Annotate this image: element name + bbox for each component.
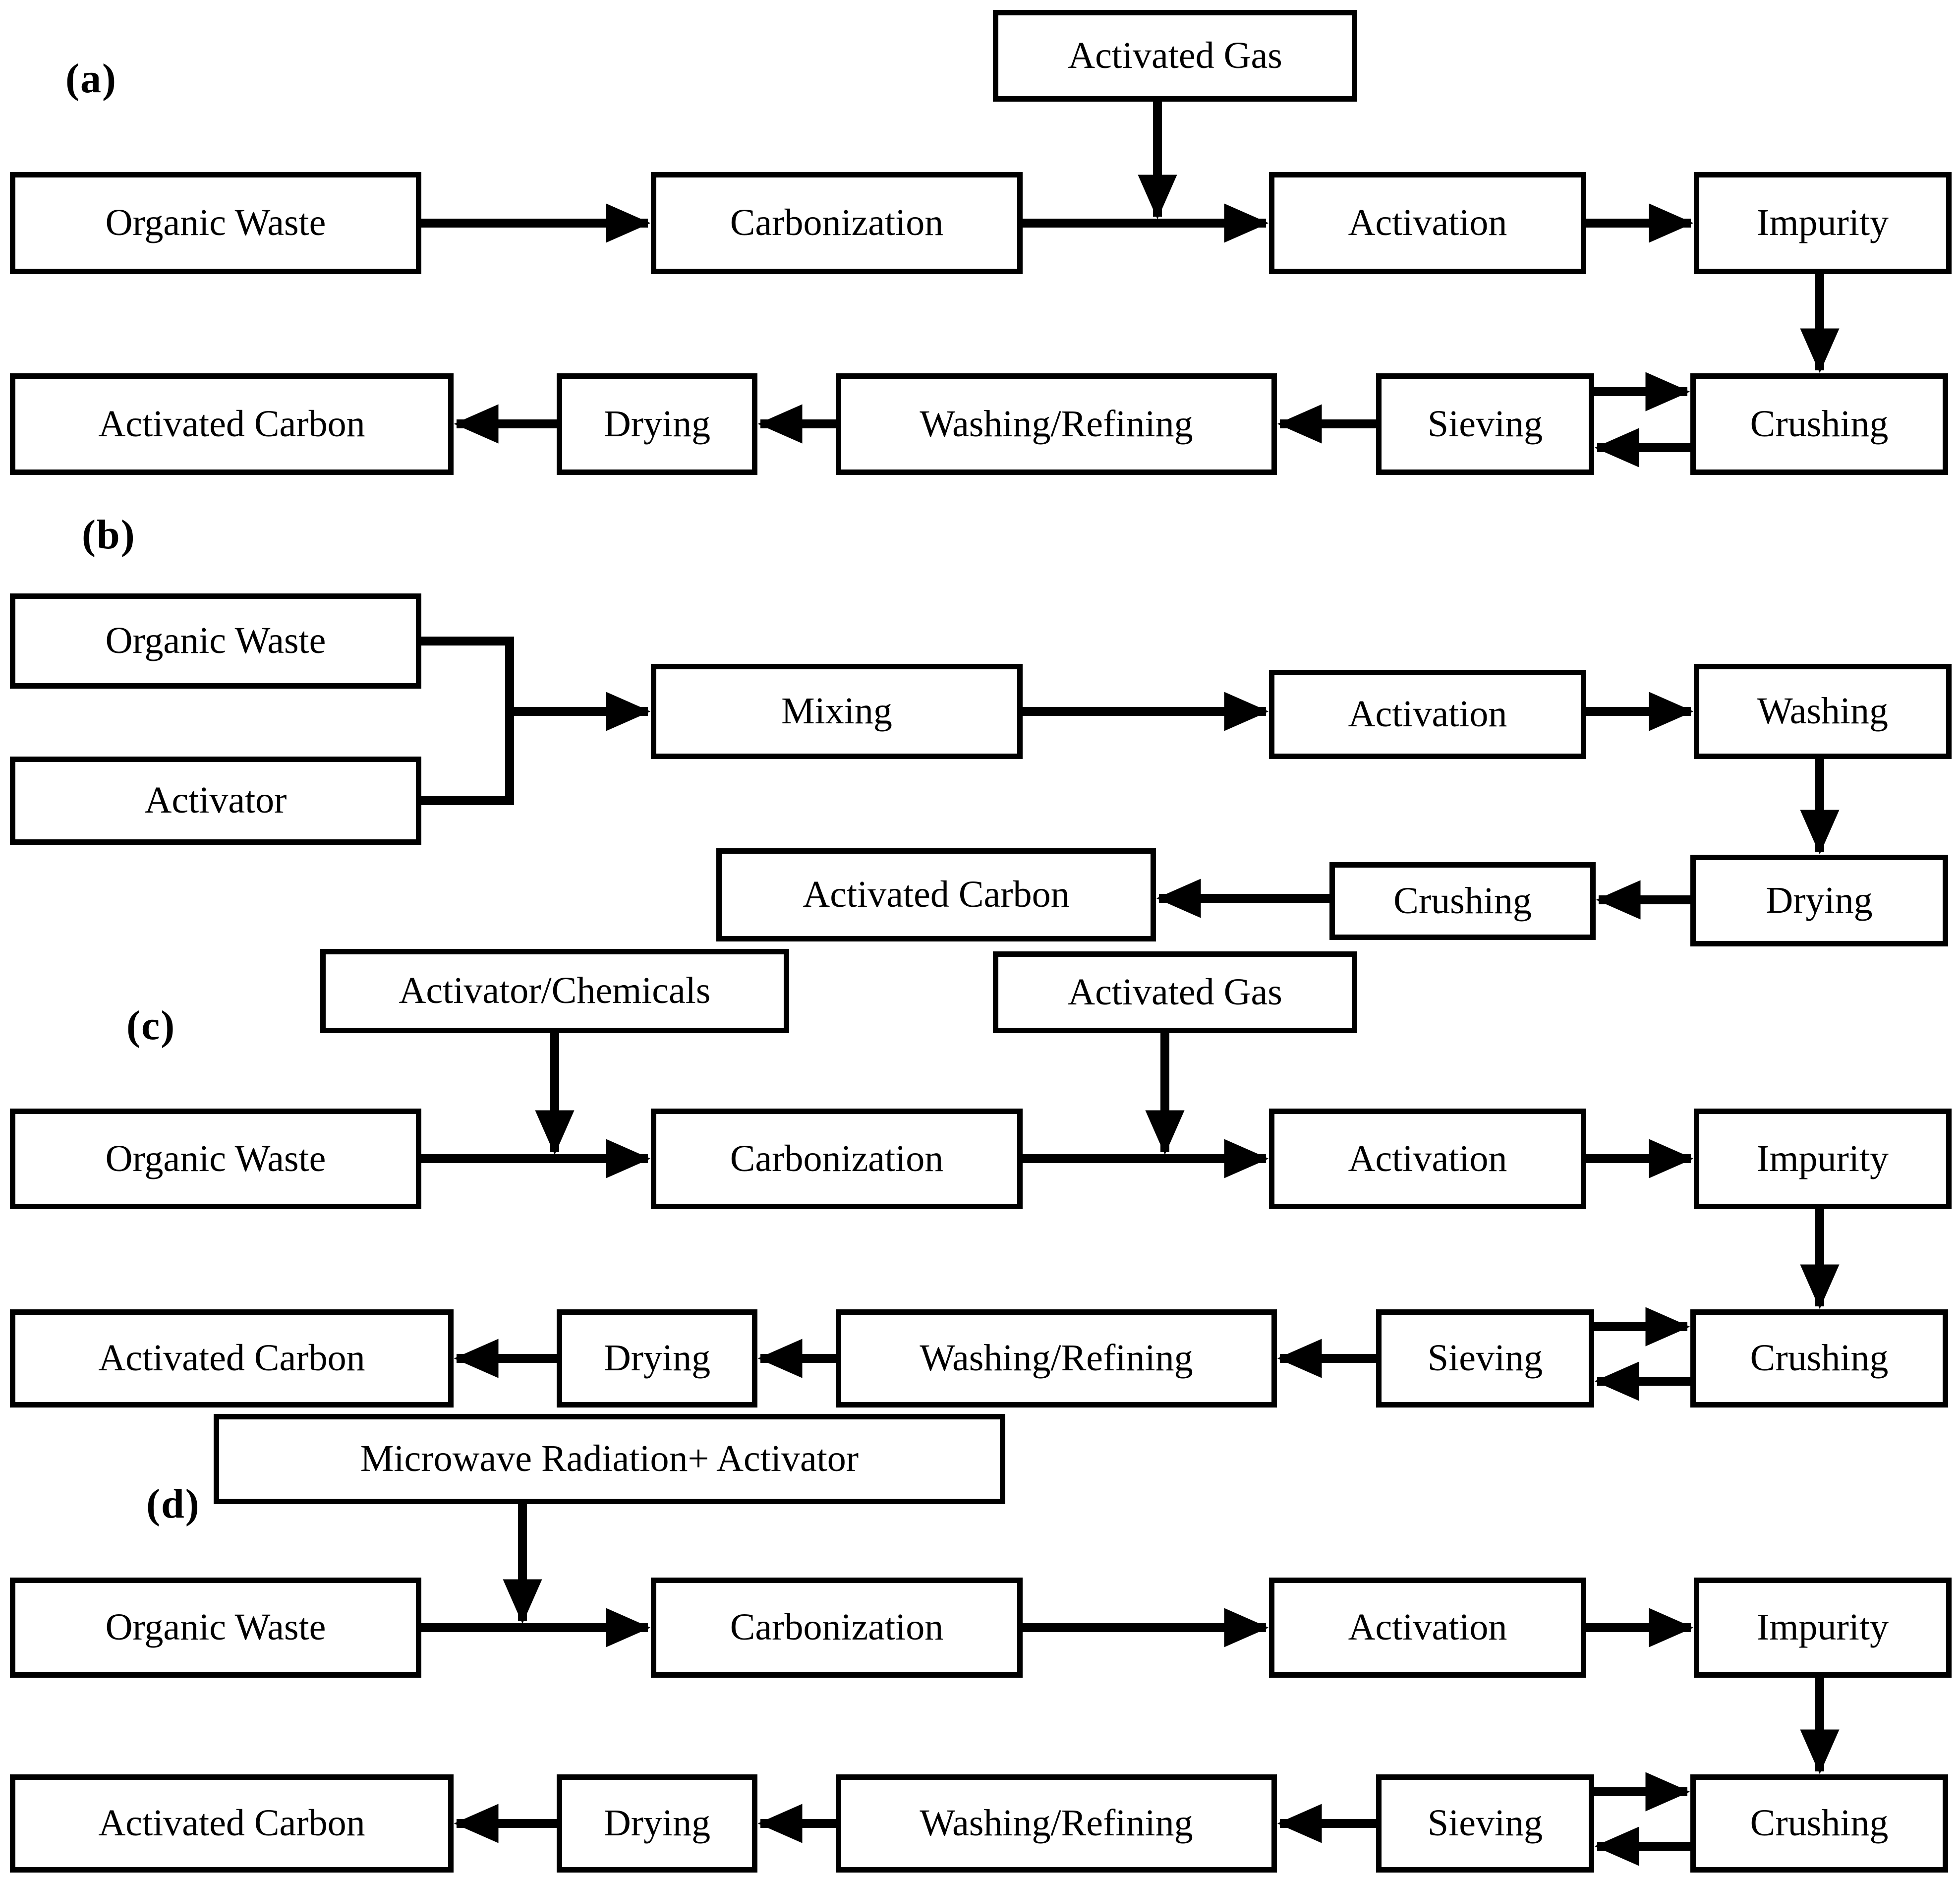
panel-label-a: (a) xyxy=(65,56,117,102)
box-b-crushing: Crushing xyxy=(1329,862,1596,940)
box-d-microwave-activator: Microwave Radiation+ Activator xyxy=(214,1414,1005,1504)
box-d-organic-waste: Organic Waste xyxy=(10,1578,421,1678)
box-a-drying: Drying xyxy=(557,373,757,475)
box-d-impurity: Impurity xyxy=(1694,1578,1952,1678)
box-d-carbonization: Carbonization xyxy=(651,1578,1023,1678)
box-c-activator-chemicals: Activator/Chemicals xyxy=(320,949,789,1033)
box-d-crushing: Crushing xyxy=(1690,1774,1948,1873)
box-b-organic-waste: Organic Waste xyxy=(10,593,421,689)
box-c-activation: Activation xyxy=(1269,1109,1586,1209)
box-b-washing: Washing xyxy=(1694,664,1952,759)
box-a-activation: Activation xyxy=(1269,172,1586,274)
box-a-impurity: Impurity xyxy=(1694,172,1952,274)
box-c-drying: Drying xyxy=(557,1309,757,1408)
box-a-sieving: Sieving xyxy=(1376,373,1594,475)
box-a-organic-waste: Organic Waste xyxy=(10,172,421,274)
box-a-activated-gas: Activated Gas xyxy=(993,10,1357,102)
box-a-washing-refining: Washing/Refining xyxy=(836,373,1277,475)
box-c-impurity: Impurity xyxy=(1694,1109,1952,1209)
panel-label-b: (b) xyxy=(82,512,136,558)
box-b-activated-carbon: Activated Carbon xyxy=(716,848,1156,941)
box-c-activated-gas: Activated Gas xyxy=(993,951,1357,1033)
box-d-activation: Activation xyxy=(1269,1578,1586,1678)
box-d-activated-carbon: Activated Carbon xyxy=(10,1774,454,1873)
panel-label-d: (d) xyxy=(146,1481,200,1527)
box-d-drying: Drying xyxy=(557,1774,757,1873)
box-b-drying: Drying xyxy=(1690,855,1948,946)
box-a-crushing: Crushing xyxy=(1690,373,1948,475)
box-c-washing-refining: Washing/Refining xyxy=(836,1309,1277,1408)
box-b-activator: Activator xyxy=(10,757,421,845)
box-c-activated-carbon: Activated Carbon xyxy=(10,1309,454,1408)
box-c-organic-waste: Organic Waste xyxy=(10,1109,421,1209)
box-b-activation: Activation xyxy=(1269,670,1586,759)
connector-b-merge xyxy=(421,637,514,805)
box-b-mixing: Mixing xyxy=(651,664,1023,759)
box-a-carbonization: Carbonization xyxy=(651,172,1023,274)
box-a-activated-carbon: Activated Carbon xyxy=(10,373,454,475)
box-c-crushing: Crushing xyxy=(1690,1309,1948,1408)
box-d-washing-refining: Washing/Refining xyxy=(836,1774,1277,1873)
panel-label-c: (c) xyxy=(126,1002,176,1049)
box-c-carbonization: Carbonization xyxy=(651,1109,1023,1209)
box-c-sieving: Sieving xyxy=(1376,1309,1594,1408)
box-d-sieving: Sieving xyxy=(1376,1774,1594,1873)
